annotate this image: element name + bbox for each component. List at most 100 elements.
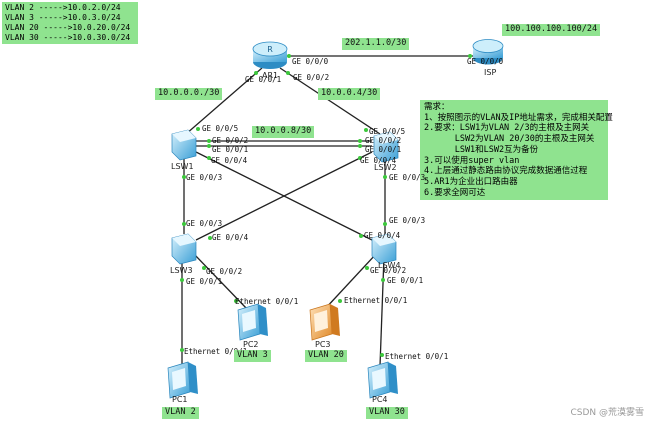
device-label-ar1: AR1: [262, 71, 279, 80]
port-label: GE 0/0/3: [389, 173, 426, 182]
port-label: GE 0/0/0: [292, 57, 329, 66]
port-label: GE 0/0/4: [211, 156, 248, 165]
switch-lsw2-icon[interactable]: [373, 131, 399, 163]
port-label: GE 0/0/1: [212, 145, 249, 154]
subnet-ar-lsw1: 10.0.0.0./30: [155, 88, 223, 100]
port-dot: [468, 54, 472, 58]
link-ar1-lsw1: [185, 67, 263, 135]
link-ar1-lsw2: [279, 67, 381, 135]
port-label: Ethernet 0/0/1: [235, 297, 299, 306]
port-label: GE 0/0/4: [360, 156, 397, 165]
port-label: GE 0/0/2: [365, 136, 402, 145]
port-dot: [180, 348, 184, 352]
port-dot: [381, 278, 385, 282]
subnet-isp-addr: 100.100.100.100/24: [502, 24, 601, 36]
port-label: GE 0/0/2: [212, 136, 249, 145]
watermark: CSDN @荒漠雾雪: [570, 408, 644, 418]
port-dot: [287, 54, 291, 58]
port-label: GE 0/0/5: [202, 124, 239, 133]
port-dot: [358, 139, 362, 143]
requirements-line: 4.上层通过静态路由协议完成数据通信过程: [424, 166, 588, 177]
vlan-badge-pc3: VLAN 20: [305, 350, 347, 362]
switch-lsw4-icon[interactable]: [371, 233, 397, 265]
port-label: GE 0/0/0: [467, 57, 504, 66]
port-label: GE 0/0/2: [206, 267, 243, 276]
port-dot: [364, 128, 368, 132]
switch-lsw3-icon[interactable]: [171, 233, 197, 265]
port-label: GE 0/0/3: [186, 219, 223, 228]
device-label-lsw4: LSW4: [378, 261, 401, 270]
port-label: GE 0/0/5: [369, 127, 406, 136]
vlan-legend-line: VLAN 3 ----->10.0.3.0/24: [5, 13, 121, 22]
device-label-lsw2: LSW2: [374, 163, 397, 172]
requirements-line: 2.要求：LSW1为VLAN 2/3的主根及主网关: [424, 123, 590, 134]
router-isp-icon[interactable]: [472, 39, 504, 65]
port-label: GE 0/0/3: [389, 216, 426, 225]
port-dot: [383, 222, 387, 226]
port-dot: [196, 127, 200, 131]
device-label-lsw1: LSW1: [171, 162, 194, 171]
pc1-icon[interactable]: [167, 361, 198, 399]
port-dot: [286, 71, 290, 75]
vlan-legend-line: VLAN 2 ----->10.0.2.0/24: [5, 3, 121, 12]
port-dot: [208, 236, 212, 240]
requirements-line: 3.可以使用super vlan: [424, 155, 520, 166]
link-lsw2-lsw3: [195, 151, 373, 241]
port-label: GE 0/0/1: [186, 277, 223, 286]
port-dot: [383, 175, 387, 179]
subnet-ar-isp: 202.1.1.0/30: [342, 38, 410, 50]
device-label-pc3: PC3: [315, 340, 331, 349]
port-label: Ethernet 0/0/1: [344, 296, 408, 305]
port-dot: [338, 299, 342, 303]
port-label: GE 0/0/2: [370, 266, 407, 275]
port-dot: [234, 299, 238, 303]
port-dot: [207, 156, 211, 160]
vlan-badge-pc1: VLAN 2: [162, 407, 199, 419]
port-label: GE 0/0/3: [186, 173, 223, 182]
svg-text:R: R: [267, 45, 273, 54]
port-label: GE 0/0/1: [387, 276, 424, 285]
vlan-legend-line: VLAN 20 ----->10.0.20.0/24: [5, 23, 131, 32]
device-label-pc2: PC2: [243, 340, 259, 349]
link-lsw3-pc2: [193, 253, 249, 311]
pc4-icon[interactable]: [367, 361, 398, 399]
pc2-icon[interactable]: [237, 303, 268, 341]
device-label-lsw3: LSW3: [170, 266, 193, 275]
port-dot: [202, 266, 206, 270]
port-label: Ethernet 0/0/1: [184, 347, 248, 356]
port-label: GE 0/0/1: [245, 75, 282, 84]
router-ar1-icon[interactable]: R: [252, 41, 288, 69]
port-label: GE 0/0/1: [365, 145, 402, 154]
requirements-line: 1、按照图示的VLAN及IP地址需求，完成相关配置: [424, 112, 613, 123]
port-label: GE 0/0/4: [364, 231, 401, 240]
requirements-line: 6.要求全网可达: [424, 187, 486, 198]
port-dot: [182, 222, 186, 226]
link-lsw4-pc4: [379, 255, 385, 367]
port-dot: [358, 144, 362, 148]
requirements-line: LSW2为VLAN 20/30的主根及主网关: [424, 134, 595, 145]
port-label: GE 0/0/2: [293, 73, 330, 82]
requirements-line: 需求：: [424, 102, 450, 112]
link-lsw4-pc3: [323, 253, 377, 311]
vlan-badge-pc4: VLAN 30: [366, 407, 408, 419]
vlan-legend: VLAN 2 ----->10.0.2.0/24 VLAN 3 ----->10…: [2, 2, 138, 44]
port-dot: [182, 175, 186, 179]
port-dot: [254, 71, 258, 75]
port-dot: [359, 234, 363, 238]
requirements-line: 5.AR1为企业出口路由器: [424, 176, 518, 187]
subnet-lsw1-lsw2: 10.0.0.8/30: [252, 126, 315, 138]
requirements-line: LSW1和LSW2互为备份: [424, 144, 539, 155]
port-dot: [358, 156, 362, 160]
switch-lsw1-icon[interactable]: [171, 129, 197, 161]
port-dot: [207, 139, 211, 143]
subnet-ar-lsw2: 10.0.0.4/30: [318, 88, 381, 100]
device-label-isp: ISP: [484, 68, 497, 77]
pc3-icon[interactable]: [309, 303, 340, 341]
port-dot: [365, 266, 369, 270]
port-dot: [207, 144, 211, 148]
requirements-box: 需求： 1、按照图示的VLAN及IP地址需求，完成相关配置 2.要求：LSW1为…: [420, 100, 613, 200]
device-label-pc1: PC1: [172, 395, 188, 404]
port-dot: [380, 353, 384, 357]
device-label-pc4: PC4: [372, 395, 388, 404]
